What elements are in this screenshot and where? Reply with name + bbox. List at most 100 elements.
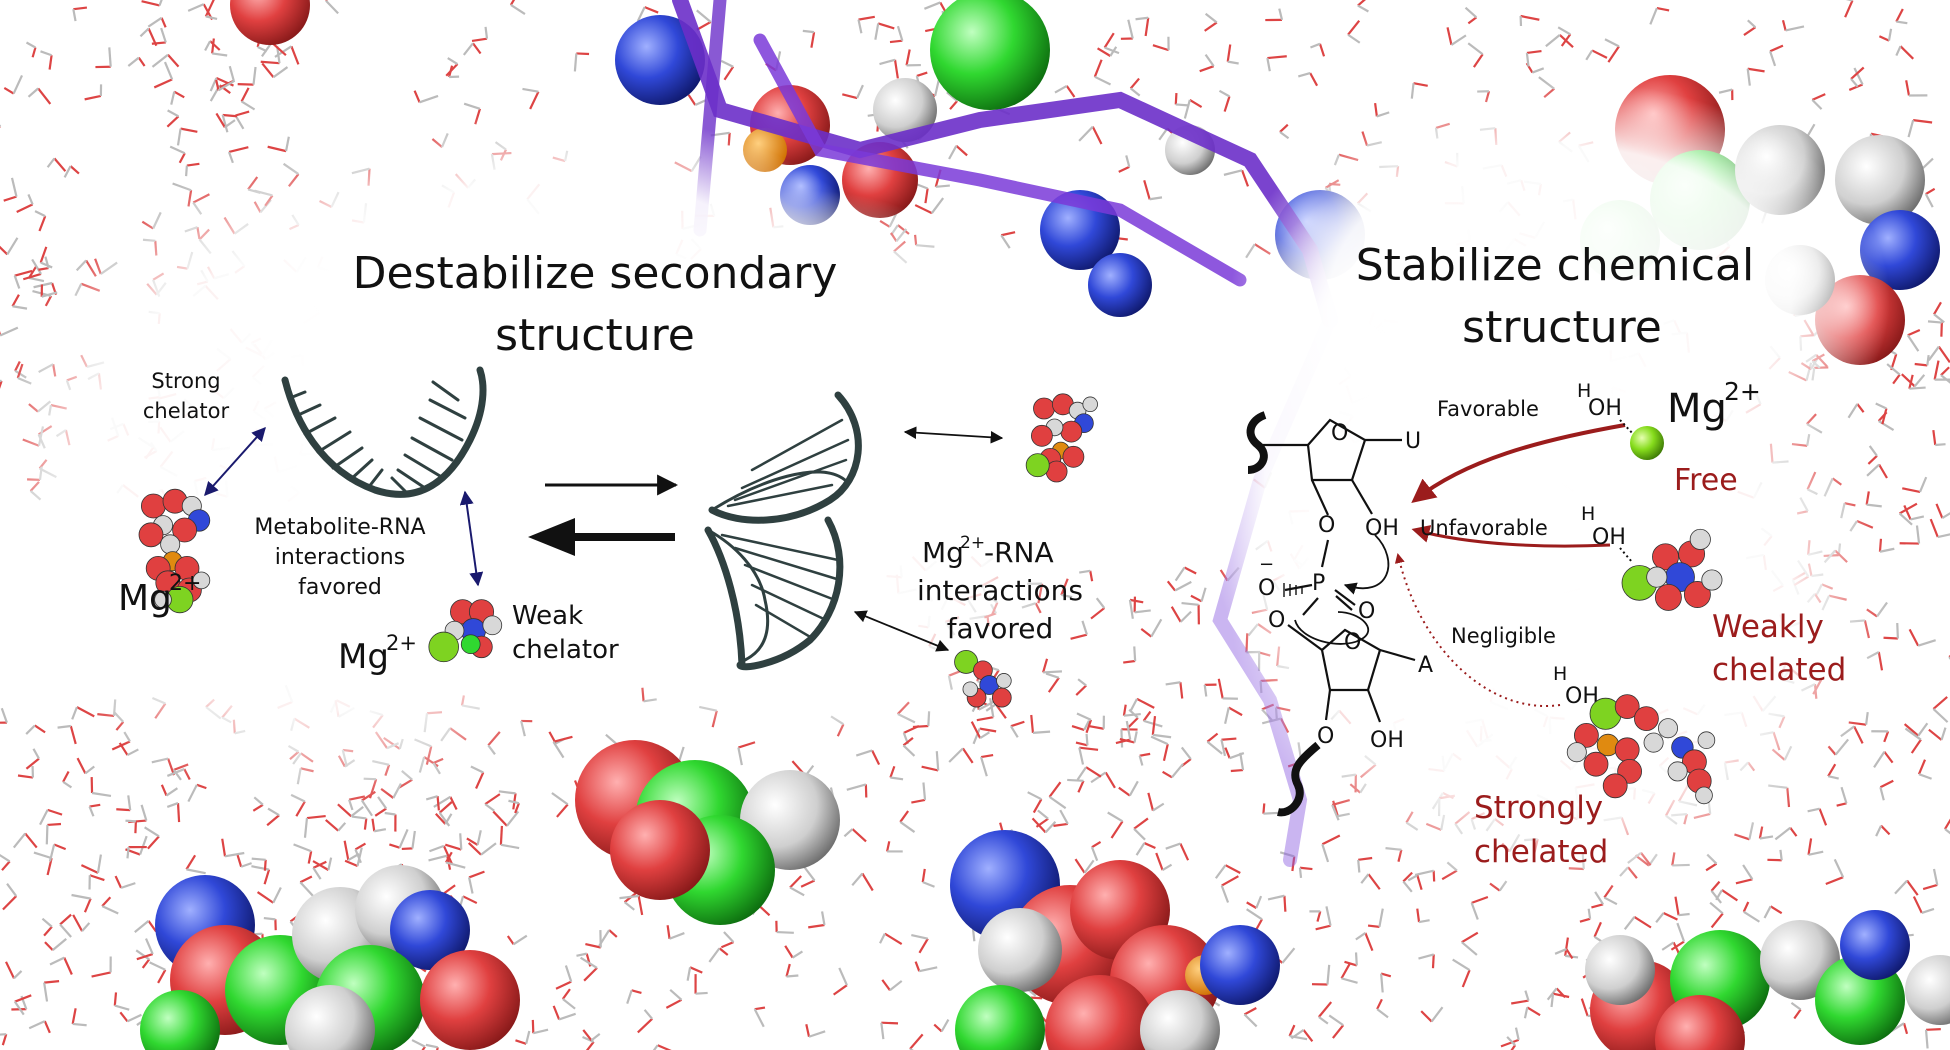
- water-bond: [484, 803, 495, 812]
- water-bond: [933, 1023, 943, 1033]
- water-bond: [1190, 594, 1203, 603]
- water-bond: [41, 917, 53, 928]
- water-bond: [178, 152, 186, 164]
- water-bond: [1162, 770, 1173, 779]
- water-bond: [1604, 38, 1620, 48]
- water-bond: [137, 57, 146, 67]
- water-bond: [652, 1044, 659, 1050]
- water-bond: [176, 128, 182, 146]
- water-bond: [1917, 722, 1929, 737]
- water-bond: [16, 203, 34, 214]
- water-bond: [1183, 566, 1197, 575]
- left-title-line2: structure: [495, 310, 695, 361]
- water-bond: [636, 6, 646, 22]
- svg-text:2+: 2+: [960, 533, 985, 553]
- water-bond: [374, 807, 387, 817]
- water-bond: [263, 869, 271, 885]
- water-bond: [1879, 786, 1885, 801]
- water-bond: [1560, 33, 1572, 47]
- water-bond: [552, 1005, 561, 1020]
- water-bond: [1418, 919, 1430, 924]
- water-bond: [1925, 187, 1936, 195]
- water-bond: [686, 967, 692, 981]
- water-bond: [1243, 1007, 1257, 1016]
- water-bond: [1044, 820, 1057, 834]
- svg-text:2+: 2+: [1724, 377, 1761, 406]
- water-bond: [1179, 843, 1190, 861]
- water-bond: [228, 65, 235, 82]
- water-bond: [1085, 719, 1093, 734]
- svg-text:-RNA: -RNA: [984, 536, 1054, 569]
- water-bond: [851, 828, 867, 843]
- water-bond: [1924, 193, 1934, 208]
- water-bond: [1332, 1024, 1345, 1039]
- water-bond: [1341, 977, 1358, 984]
- water-bond: [1127, 717, 1139, 728]
- water-bond: [1919, 476, 1928, 493]
- water-bond: [1850, 66, 1865, 80]
- water-bond: [1585, 49, 1594, 61]
- water-bond: [467, 842, 482, 856]
- water-bond: [1902, 487, 1921, 493]
- water-bond: [1367, 873, 1381, 890]
- water-bond: [1091, 841, 1102, 849]
- water-bond: [1085, 766, 1102, 778]
- water-bond: [1747, 67, 1765, 73]
- water-bond: [1279, 123, 1289, 133]
- atom-sphere: [955, 985, 1045, 1050]
- water-bond: [263, 916, 276, 921]
- svg-text:O: O: [1258, 576, 1275, 601]
- water-bond: [884, 932, 903, 946]
- water-bond: [113, 992, 118, 1006]
- water-bond: [1827, 775, 1839, 780]
- water-bond: [47, 808, 63, 816]
- water-bond: [1278, 8, 1284, 21]
- water-bond: [1894, 879, 1908, 895]
- water-bond: [1065, 85, 1076, 98]
- water-bond: [1883, 730, 1890, 743]
- water-bond: [1881, 408, 1888, 425]
- water-bond: [1676, 922, 1686, 942]
- water-bond: [63, 957, 73, 975]
- water-bond: [187, 3, 205, 12]
- water-bond: [236, 854, 243, 868]
- mg-ion-icon: [428, 631, 459, 663]
- water-bond: [421, 1046, 426, 1050]
- water-bond: [1032, 798, 1043, 814]
- water-bond: [1431, 954, 1435, 969]
- water-bond: [52, 938, 67, 951]
- water-bond: [136, 953, 154, 961]
- water-bond: [1721, 889, 1738, 902]
- water-bond: [1565, 948, 1574, 960]
- water-bond: [398, 828, 409, 849]
- water-bond: [272, 887, 282, 904]
- water-bond: [525, 1030, 531, 1045]
- water-bond: [1709, 901, 1724, 915]
- water-bond: [101, 905, 119, 915]
- water-bond: [25, 41, 36, 49]
- water-bond: [1110, 820, 1124, 839]
- water-bond: [186, 868, 206, 875]
- svg-text:O: O: [1268, 608, 1285, 633]
- water-bond: [1030, 714, 1035, 733]
- water-bond: [40, 50, 52, 57]
- water-bond: [800, 879, 816, 888]
- water-bond: [879, 58, 896, 66]
- water-bond: [1607, 45, 1620, 63]
- atom-icon: [962, 681, 979, 697]
- water-bond: [643, 1009, 654, 1020]
- water-bond: [492, 810, 508, 827]
- water-bond: [428, 854, 448, 862]
- water-bond: [723, 66, 735, 81]
- water-bond: [59, 923, 72, 938]
- water-bond: [1710, 912, 1724, 929]
- water-bond: [1199, 65, 1215, 73]
- water-bond: [34, 210, 46, 218]
- water-bond: [1718, 88, 1733, 94]
- equilibrium-reverse-arrow: [528, 518, 675, 556]
- water-bond: [147, 28, 158, 47]
- water-bond: [1291, 856, 1296, 872]
- water-bond: [266, 814, 280, 827]
- water-bond: [215, 112, 226, 128]
- weakly-line1: Weakly: [1712, 609, 1824, 645]
